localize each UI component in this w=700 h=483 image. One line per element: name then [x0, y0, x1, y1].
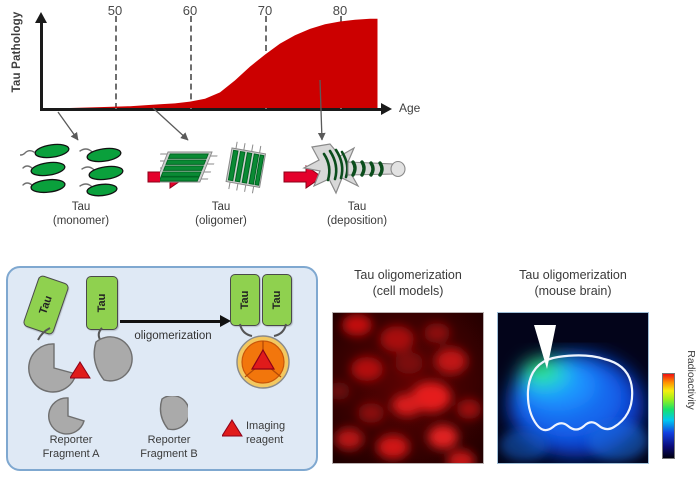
tau-construct-b: Tau	[86, 276, 118, 330]
stage-oligomer: Tau (oligomer)	[151, 138, 282, 228]
white-arrowhead-marker	[534, 325, 556, 369]
oligomerization-arrow-line	[120, 320, 224, 323]
tau-aggregation-stages: Tau (monomer)	[0, 138, 440, 253]
x-axis-label: Age	[399, 101, 421, 115]
pointer-arrow-deposition	[317, 79, 326, 141]
stage-pointer-arrows	[57, 79, 326, 141]
reconstituted-reporter-icon	[236, 323, 290, 389]
tau-construct-product-right: Tau	[262, 274, 292, 326]
y-axis-arrowhead	[35, 12, 47, 23]
radioactivity-colorbar	[662, 373, 675, 459]
stage-label-deposition: Tau (deposition)	[296, 200, 418, 228]
tau-label: Tau	[239, 290, 251, 310]
colorbar-label: Radioactivity	[685, 350, 697, 410]
tau-label: Tau	[37, 294, 55, 316]
tau-construct-product-left: Tau	[230, 274, 260, 326]
tau-monomer-icon	[15, 138, 142, 200]
stage-name: Tau	[71, 201, 91, 213]
tick-label-80: 80	[332, 3, 348, 18]
stage-name: Tau	[211, 201, 231, 213]
tau-pathology-area-curve	[40, 18, 378, 108]
tau-label: Tau	[271, 290, 283, 310]
stage-monomer: Tau (monomer)	[15, 138, 142, 228]
imaging-reagent-icon	[70, 361, 91, 379]
reporter-fragment-a-attached	[28, 327, 77, 393]
cell-models-panel-title: Tau oligomerization (cell models)	[354, 268, 462, 298]
cell-models-image	[332, 312, 484, 464]
legend-label-fragment-b: Reporter Fragment B	[140, 434, 198, 460]
legend-label-imaging-reagent: Imaging reagent	[246, 420, 286, 446]
legend-reporter-fragment-b-icon	[159, 396, 188, 431]
tau-oligomer-icon	[151, 138, 282, 200]
stage-state: (monomer)	[52, 215, 110, 227]
oligomerization-label: oligomerization	[134, 330, 212, 342]
pointer-arrow-oligomer	[152, 107, 189, 141]
legend-reporter-fragment-a-icon	[48, 397, 85, 435]
x-axis-line	[40, 108, 385, 111]
split-reporter-schematic-panel: Tau Tau oligomerization Tau Tau	[6, 266, 318, 471]
y-axis-line	[40, 22, 43, 111]
stage-label-monomer: Tau (monomer)	[20, 200, 142, 228]
tick-label-50: 50	[107, 3, 123, 18]
tick-line-50	[115, 16, 117, 109]
reporter-fragment-b-attached	[93, 327, 133, 382]
tau-deposition-icon	[296, 138, 418, 200]
pointer-arrow-monomer	[57, 111, 79, 141]
stage-name: Tau	[347, 201, 367, 213]
tick-label-70: 70	[257, 3, 273, 18]
legend-imaging-reagent-icon	[222, 419, 243, 437]
legend-label-fragment-a: Reporter Fragment A	[42, 434, 100, 460]
mouse-brain-panel-title: Tau oligomerization (mouse brain)	[519, 268, 627, 298]
stage-state: (oligomer)	[195, 215, 247, 227]
tau-label: Tau	[96, 293, 108, 313]
tick-line-60	[190, 16, 192, 109]
stage-label-oligomer: Tau (oligomer)	[160, 200, 282, 228]
x-axis-arrowhead	[381, 103, 392, 115]
stage-state: (deposition)	[326, 215, 388, 227]
stage-deposition: Tau (deposition)	[296, 138, 418, 228]
tick-label-60: 60	[182, 3, 198, 18]
mouse-brain-pet-image	[497, 312, 649, 464]
oligomerization-arrow-head	[220, 315, 231, 327]
process-arrow-2	[283, 165, 323, 189]
